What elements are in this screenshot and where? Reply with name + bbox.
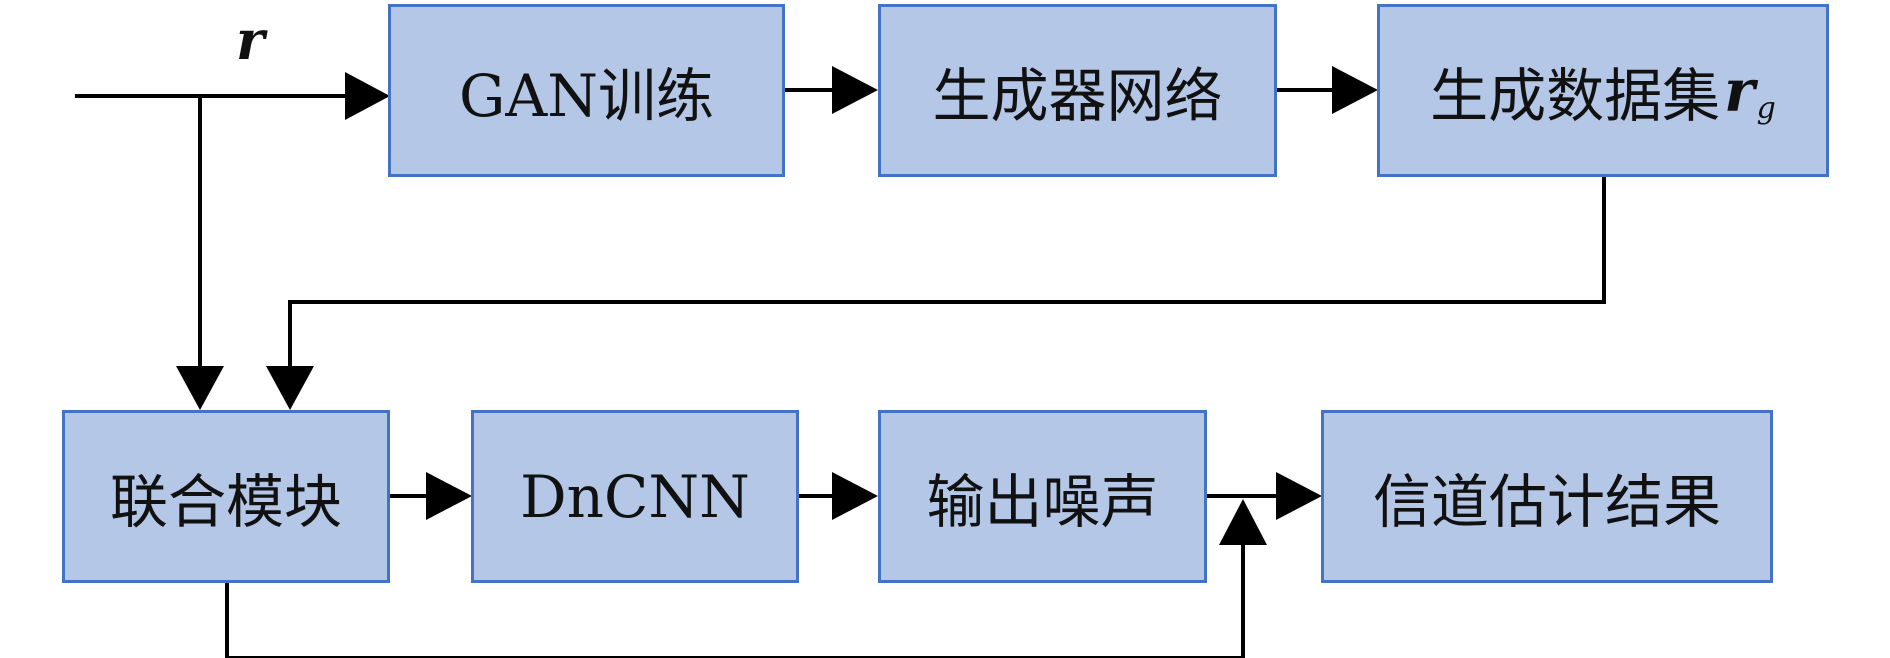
output-noise-label: 输出噪声	[926, 467, 1159, 536]
arrow-head-dncnn-to-noise	[832, 472, 878, 520]
output-noise-box: 输出噪声	[878, 410, 1207, 583]
arrow-head-joint-to-dncnn	[426, 472, 472, 520]
arrow-head-skip-to-sum	[1219, 499, 1267, 545]
dataset-to-joint-line	[288, 175, 1606, 366]
joint-skip-line	[225, 545, 1245, 658]
generator-network-box: 生成器网络	[878, 4, 1277, 177]
arrow-head-noise-to-result	[1276, 472, 1322, 520]
channel-estimation-result-label: 信道估计结果	[1372, 467, 1721, 536]
gan-training-box: GAN训练	[388, 4, 785, 177]
generated-dataset-subscript: g	[1756, 91, 1776, 126]
arrow-head-generator-to-dataset	[1332, 66, 1378, 114]
gan-training-label: GAN训练	[459, 61, 714, 130]
generated-dataset-symbol: r	[1724, 56, 1755, 125]
arrow-head-gan-to-generator	[832, 66, 878, 114]
dncnn-label: DnCNN	[520, 462, 750, 531]
arrow-head-dataset-to-joint	[266, 366, 314, 410]
input-signal-label: r	[236, 8, 265, 72]
joint-module-label: 联合模块	[109, 467, 342, 536]
arrow-head-input-to-joint	[176, 366, 224, 410]
generated-dataset-label: 生成数据集	[1430, 61, 1721, 130]
joint-module-box: 联合模块	[62, 410, 390, 583]
arrow-head-input-to-gan	[345, 72, 390, 120]
generator-network-label: 生成器网络	[932, 61, 1223, 130]
dncnn-box: DnCNN	[471, 410, 799, 583]
channel-estimation-result-box: 信道估计结果	[1321, 410, 1773, 583]
